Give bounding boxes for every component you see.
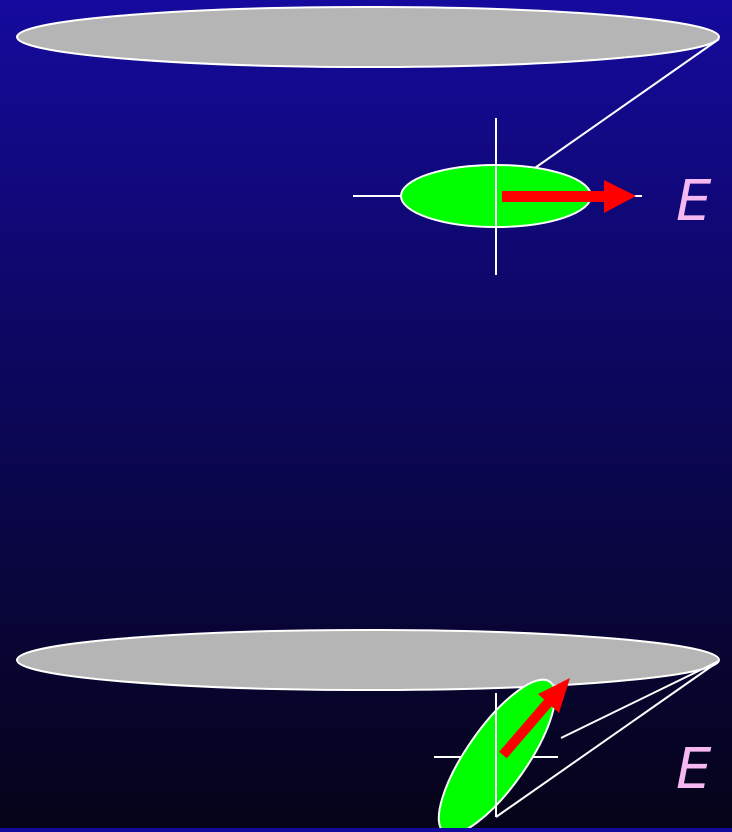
bottom-gray-disk: [17, 630, 719, 690]
top-gray-disk: [17, 7, 719, 67]
bottom-panel: [17, 630, 719, 828]
top-field-label: E: [676, 174, 711, 230]
top-panel: [17, 7, 719, 275]
bottom-field-label: E: [676, 742, 711, 798]
